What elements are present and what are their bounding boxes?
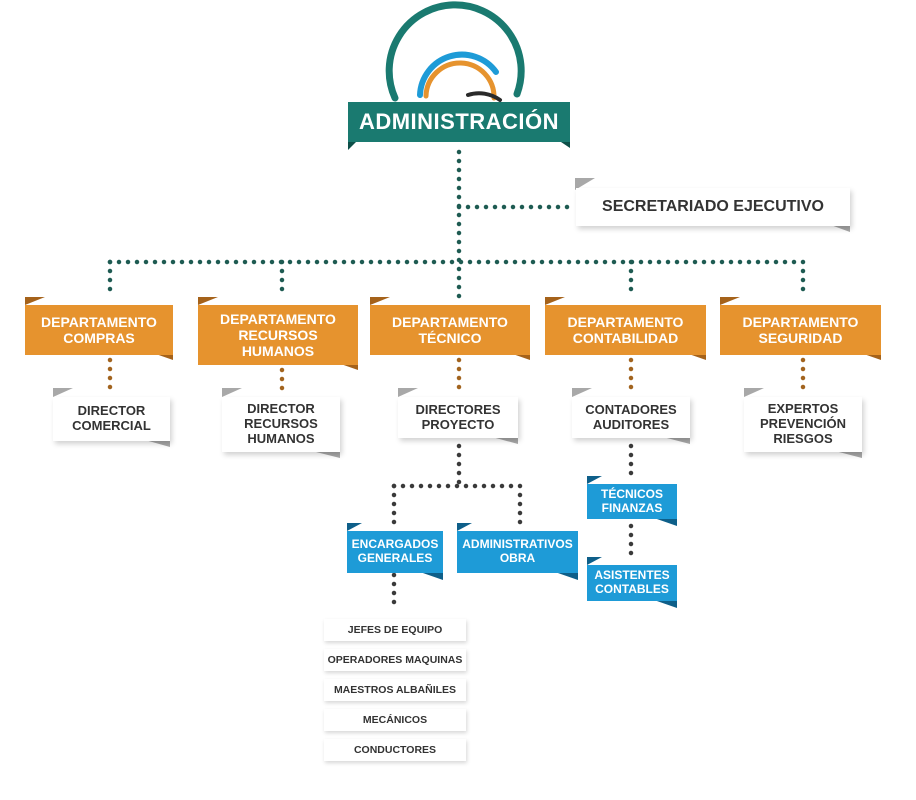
dept-rrhh-label: DEPARTAMENTO RECURSOS HUMANOS — [220, 310, 336, 360]
tecnicos-finanzas-label: TÉCNICOS FINANZAS — [600, 486, 663, 515]
director-rrhh-label: DIRECTOR RECURSOS HUMANOS — [244, 401, 318, 446]
staff-item: JEFES DE EQUIPO — [324, 619, 466, 641]
dept-seguridad-node: DEPARTAMENTO SEGURIDAD — [720, 305, 881, 355]
dept-seguridad-label: DEPARTAMENTO SEGURIDAD — [742, 313, 859, 346]
director-comercial-node: DIRECTOR COMERCIAL — [53, 397, 170, 441]
expertos-prevencion-node: EXPERTOS PREVENCIÓN RIESGOS — [744, 397, 862, 452]
tecnicos-finanzas-node: TÉCNICOS FINANZAS — [587, 484, 677, 519]
encargados-generales-label: ENCARGADOS GENERALES — [351, 537, 439, 565]
staff-item-label: CONDUCTORES — [353, 743, 437, 756]
dept-contabilidad-node: DEPARTAMENTO CONTABILIDAD — [545, 305, 706, 355]
dept-compras-node: DEPARTAMENTO COMPRAS — [25, 305, 173, 355]
administracion-label: ADMINISTRACIÓN — [358, 109, 560, 135]
asistentes-contables-label: ASISTENTES CONTABLES — [594, 568, 670, 596]
staff-item: OPERADORES MAQUINAS — [324, 649, 466, 671]
staff-item: CONDUCTORES — [324, 739, 466, 761]
staff-item: MECÁNICOS — [324, 709, 466, 731]
dept-compras-label: DEPARTAMENTO COMPRAS — [41, 313, 157, 346]
encargados-generales-node: ENCARGADOS GENERALES — [347, 531, 443, 573]
directores-proyecto-label: DIRECTORES PROYECTO — [415, 401, 501, 432]
staff-item-label: OPERADORES MAQUINAS — [327, 653, 463, 666]
dept-rrhh-node: DEPARTAMENTO RECURSOS HUMANOS — [198, 305, 358, 365]
secretariado-label: SECRETARIADO EJECUTIVO — [602, 197, 824, 215]
director-rrhh-node: DIRECTOR RECURSOS HUMANOS — [222, 397, 340, 452]
secretariado-node: SECRETARIADO EJECUTIVO — [576, 188, 850, 226]
staff-item-label: JEFES DE EQUIPO — [347, 623, 443, 636]
staff-item-label: MECÁNICOS — [362, 713, 428, 726]
dept-tecnico-label: DEPARTAMENTO TÉCNICO — [392, 313, 508, 346]
contadores-auditores-node: CONTADORES AUDITORES — [572, 397, 690, 438]
expertos-prevencion-label: EXPERTOS PREVENCIÓN RIESGOS — [760, 401, 846, 446]
administrativos-obra-node: ADMINISTRATIVOS OBRA — [457, 531, 578, 573]
dotted-connectors — [107, 149, 806, 611]
dept-contabilidad-label: DEPARTAMENTO CONTABILIDAD — [567, 313, 684, 346]
administracion-node: ADMINISTRACIÓN — [348, 102, 570, 142]
administrativos-obra-label: ADMINISTRATIVOS OBRA — [462, 537, 573, 565]
asistentes-contables-node: ASISTENTES CONTABLES — [587, 565, 677, 601]
dept-tecnico-node: DEPARTAMENTO TÉCNICO — [370, 305, 530, 355]
logo-icon — [385, 1, 525, 102]
staff-item-label: MAESTROS ALBAÑILES — [333, 683, 457, 696]
director-comercial-label: DIRECTOR COMERCIAL — [72, 403, 151, 433]
staff-item: MAESTROS ALBAÑILES — [324, 679, 466, 701]
contadores-auditores-label: CONTADORES AUDITORES — [585, 401, 677, 432]
directores-proyecto-node: DIRECTORES PROYECTO — [398, 397, 518, 438]
